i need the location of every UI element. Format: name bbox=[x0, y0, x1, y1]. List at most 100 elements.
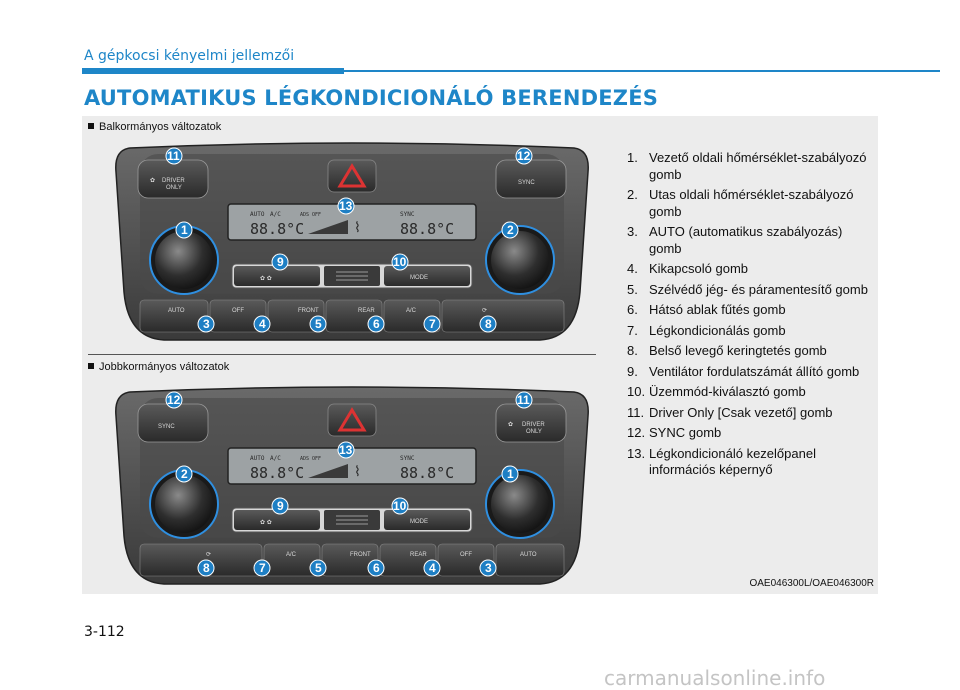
sync-button[interactable] bbox=[137, 403, 209, 443]
recirculation-button[interactable] bbox=[441, 299, 565, 333]
mode-label: MODE bbox=[410, 519, 428, 525]
legend-text: Kikapcsoló gomb bbox=[649, 261, 748, 276]
badge-2-text: 2 bbox=[181, 467, 188, 481]
mode-button[interactable] bbox=[384, 266, 470, 286]
legend-item: 2.Utas oldali hőmérséklet-szabályozó gom… bbox=[627, 187, 877, 220]
badge-9-text: 9 bbox=[277, 499, 284, 513]
legend-item: 13.Légkondicionáló kezelőpanel informáci… bbox=[627, 446, 877, 479]
badge-bottom-2: 5 bbox=[315, 561, 322, 575]
badge-13 bbox=[337, 197, 355, 215]
bottom-label-3: REAR bbox=[358, 308, 375, 314]
display-temp-right: 88.8°C bbox=[400, 464, 454, 482]
display-sync: SYNC bbox=[400, 211, 415, 218]
legend-item: 4. Kikapcsoló gomb bbox=[627, 261, 877, 278]
legend-num: 7. bbox=[627, 322, 638, 338]
watermark: carmanualsonline.info bbox=[604, 666, 826, 690]
badge-bottom-0: 8 bbox=[203, 561, 210, 575]
caption-lhd: Balkormányos változatok bbox=[88, 121, 221, 133]
fan-small-icon: ✿ bbox=[508, 421, 513, 428]
sync-button[interactable] bbox=[495, 159, 567, 199]
badge-10-text: 10 bbox=[393, 499, 407, 513]
passenger-temp-knob[interactable] bbox=[155, 475, 213, 533]
page-title: AUTOMATIKUS LÉGKONDICIONÁLÓ BERENDEZÉS bbox=[84, 86, 659, 110]
legend-text: SYNC gomb bbox=[649, 425, 722, 440]
rear-defrost-button[interactable] bbox=[379, 543, 437, 577]
mode-button[interactable] bbox=[384, 510, 470, 530]
badge-12-text: 12 bbox=[167, 393, 181, 407]
airflow-icon: ⌇ bbox=[354, 464, 361, 480]
legend-item: 5. Szélvédő jég- és páramentesítő gomb bbox=[627, 282, 877, 299]
off-button[interactable] bbox=[209, 299, 267, 333]
legend-text: Hátsó ablak fűtés gomb bbox=[649, 302, 786, 317]
auto-button[interactable] bbox=[495, 543, 565, 577]
legend-item: 11.Driver Only [Csak vezető] gomb bbox=[627, 405, 877, 422]
legend-text: Üzemmód-kiválasztó gomb bbox=[649, 384, 806, 399]
caption-rhd-text: Jobbkormányos változatok bbox=[99, 361, 230, 373]
badge-10 bbox=[391, 253, 409, 271]
display-sync: SYNC bbox=[400, 455, 415, 462]
caption-rhd: Jobbkormányos változatok bbox=[88, 361, 229, 373]
legend-text: Vezető oldali hőmérséklet-szabályozó gom… bbox=[649, 150, 867, 182]
badge-12-text: 12 bbox=[517, 149, 531, 163]
badge-1 bbox=[175, 221, 193, 239]
auto-button[interactable] bbox=[139, 299, 209, 333]
caption-lhd-text: Balkormányos változatok bbox=[99, 121, 222, 133]
legend-num: 5. bbox=[627, 281, 638, 297]
legend-item: 12.SYNC gomb bbox=[627, 425, 877, 442]
legend-list: 1. Vezető oldali hőmérséklet-szabályozó g… bbox=[627, 150, 877, 483]
legend-num: 12. bbox=[627, 425, 646, 440]
badge-bottom-5: 3 bbox=[485, 561, 492, 575]
badge-bottom-2: 5 bbox=[315, 317, 322, 331]
fan-speed-bars bbox=[308, 220, 348, 234]
badge-bottom-3: 6 bbox=[373, 317, 380, 331]
legend-item: 3.AUTO (automatikus szabályozás) gomb bbox=[627, 224, 877, 257]
badge-bottom-1: 4 bbox=[259, 317, 266, 331]
driver-temp-knob[interactable] bbox=[491, 475, 549, 533]
badge-11-text: 11 bbox=[167, 149, 180, 163]
display-ads-off: ADS OFF bbox=[300, 212, 321, 218]
hazard-icon bbox=[337, 407, 367, 432]
legend-item: 8.Belső levegő keringtetés gomb bbox=[627, 343, 877, 360]
page-number: 3-112 bbox=[84, 624, 125, 640]
fan-speed-bars bbox=[308, 464, 348, 478]
bottom-label-4: OFF bbox=[460, 552, 472, 558]
legend-item: 9.Ventilátor fordulatszámát állító gomb bbox=[627, 364, 877, 381]
legend-item: 1. Vezető oldali hőmérséklet-szabályozó g… bbox=[627, 150, 877, 183]
callout-badges: 11 12 13 1 2 9 10 3 4 5 6 7 8 bbox=[165, 147, 533, 333]
badge-11 bbox=[165, 147, 183, 165]
badge-2 bbox=[501, 221, 519, 239]
sync-label: SYNC bbox=[518, 180, 535, 186]
figure-code: OAE046300L/OAE046300R bbox=[749, 578, 874, 589]
fan-speed-icon: ✿ ✿ bbox=[260, 519, 272, 526]
legend-text: AUTO (automatikus szabályozás) gomb bbox=[649, 224, 843, 256]
legend-text: Szélvédő jég- és páramentesítő gomb bbox=[649, 281, 868, 297]
display-ac: A/C bbox=[270, 211, 281, 218]
display-temp-left: 88.8°C bbox=[250, 220, 304, 238]
badge-bottom-5: 8 bbox=[485, 317, 492, 331]
legend-num: 4. bbox=[627, 261, 638, 276]
display-auto: AUTO bbox=[250, 455, 265, 462]
legend-item: 6.Hátsó ablak fűtés gomb bbox=[627, 302, 877, 319]
hazard-icon bbox=[337, 163, 367, 188]
legend-item: 10.Üzemmód-kiválasztó gomb bbox=[627, 384, 877, 401]
badge-9-text: 9 bbox=[277, 255, 284, 269]
bottom-label-2: FRONT bbox=[298, 308, 319, 314]
caption-bullet bbox=[88, 123, 94, 129]
fan-speed-button[interactable] bbox=[234, 510, 320, 530]
passenger-temp-knob[interactable] bbox=[491, 231, 549, 289]
badge-bottom-1: 7 bbox=[259, 561, 266, 575]
legend-num: 11. bbox=[627, 404, 645, 420]
bottom-label-4: A/C bbox=[406, 308, 417, 314]
driver-temp-knob[interactable] bbox=[155, 231, 213, 289]
display-temp-right: 88.8°C bbox=[400, 220, 454, 238]
display-temp-left: 88.8°C bbox=[250, 464, 304, 482]
bottom-label-1: A/C bbox=[286, 552, 297, 558]
fan-speed-button[interactable] bbox=[234, 266, 320, 286]
header-rule-thick bbox=[82, 68, 344, 74]
legend-num: 1. bbox=[627, 150, 638, 165]
caption-bullet bbox=[88, 363, 94, 369]
display-ac: A/C bbox=[270, 455, 281, 462]
